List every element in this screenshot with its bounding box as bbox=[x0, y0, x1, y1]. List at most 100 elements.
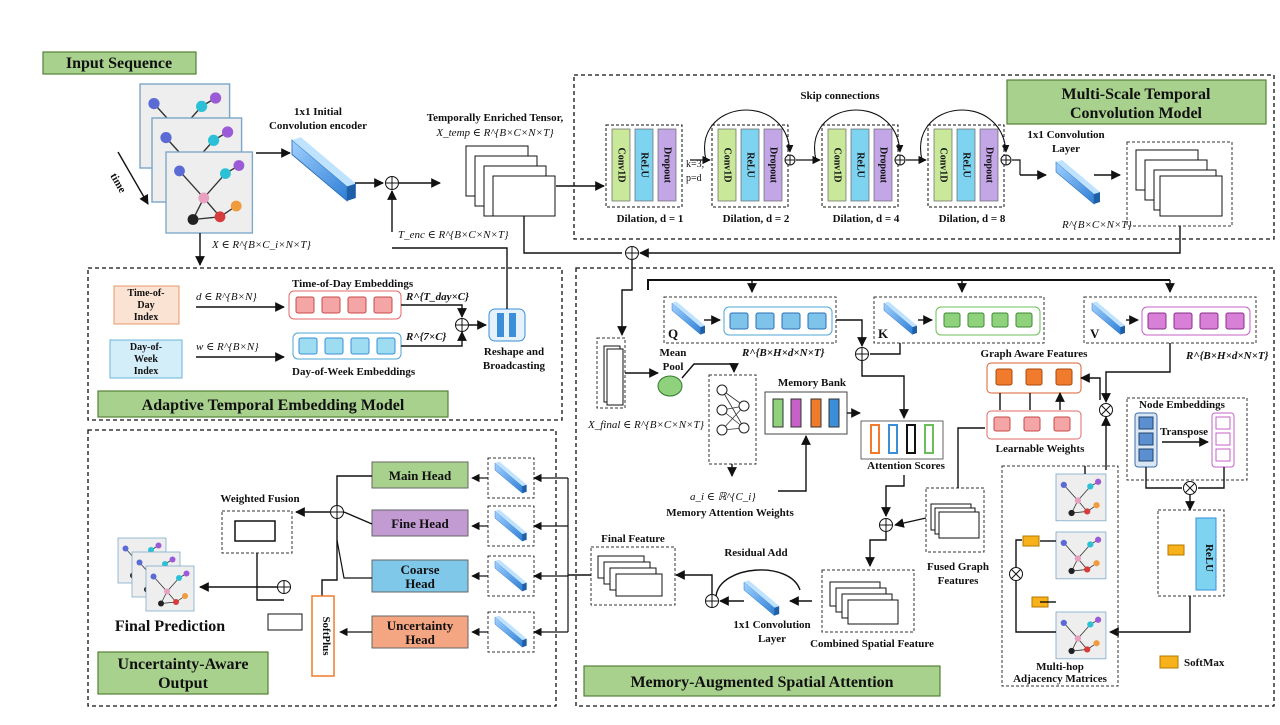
embedding-cell bbox=[1025, 368, 1043, 386]
memory-bank-label: Memory Bank bbox=[778, 377, 847, 389]
embedding-cell bbox=[376, 337, 396, 355]
embedding-cell bbox=[295, 296, 315, 314]
head-label-2: Head bbox=[405, 632, 435, 647]
svg-text:Layer: Layer bbox=[1052, 143, 1080, 155]
svg-text:Memory-Augmented Spatial Atten: Memory-Augmented Spatial Attention bbox=[630, 674, 893, 691]
svg-text:Convolution Model: Convolution Model bbox=[1070, 105, 1203, 122]
embedding-cell bbox=[1199, 312, 1219, 330]
svg-text:Output: Output bbox=[158, 675, 208, 692]
transpose-label: Transpose bbox=[1160, 426, 1208, 438]
embedding-cell bbox=[1225, 312, 1245, 330]
tcn-layer-label: ReLU bbox=[745, 152, 756, 178]
relu-softmax-marker bbox=[1167, 544, 1185, 556]
dilation-label: Dilation, d = 2 bbox=[723, 213, 790, 225]
v-cells bbox=[1147, 312, 1245, 330]
tcn-layer-relu bbox=[740, 128, 760, 202]
multi-hop-region bbox=[1001, 465, 1119, 687]
embedding-cell bbox=[1055, 368, 1073, 386]
multi-hop-label-2: Adjacency Matrices bbox=[1013, 673, 1107, 685]
embedding-cell bbox=[324, 337, 344, 355]
node-embeddings-region bbox=[1126, 397, 1248, 481]
tcn-layer-label: ReLU bbox=[639, 152, 650, 178]
adjacency-graph-2 bbox=[1055, 531, 1107, 580]
multi-scale-title: Multi-Scale Temporal Convolution Model bbox=[1006, 79, 1267, 125]
tcn-layer-relu bbox=[634, 128, 654, 202]
mean-pool-node bbox=[657, 375, 683, 397]
combined-spatial-label: Combined Spatial Feature bbox=[810, 638, 934, 650]
dilation-label: Dilation, d = 8 bbox=[939, 213, 1006, 225]
tcn-layer-conv1d bbox=[933, 128, 953, 202]
kernel-note-1: k=3, bbox=[686, 159, 704, 170]
embedding-cell bbox=[1023, 416, 1041, 432]
final-conv-layer: 1x1 Convolution Layer bbox=[1027, 129, 1105, 205]
x-input-formula: X ∈ R^{B×C_i×N×T} bbox=[211, 239, 311, 251]
embedding-cell bbox=[298, 337, 318, 355]
node-embedding-transposed bbox=[1211, 412, 1235, 468]
tcn-output-tensor bbox=[1126, 141, 1233, 227]
svg-text:Reshape and: Reshape and bbox=[484, 346, 544, 358]
svg-text:Input Sequence: Input Sequence bbox=[66, 55, 172, 72]
residual-add-label: Residual Add bbox=[724, 547, 787, 559]
tcn-layer-dropout bbox=[873, 128, 893, 202]
adjacency-graph-3 bbox=[1055, 611, 1107, 660]
tcn-layer-label: Dropout bbox=[984, 147, 995, 184]
head-label: Uncertainty bbox=[387, 618, 454, 633]
mean-pool-label-2: Pool bbox=[663, 361, 684, 373]
tcn-layer-relu bbox=[850, 128, 870, 202]
embedding-cell bbox=[1173, 312, 1193, 330]
output-head-2: Fine Head bbox=[371, 505, 568, 547]
embedding-cell bbox=[1147, 312, 1167, 330]
q-projection bbox=[723, 306, 833, 336]
prediction-graphs bbox=[117, 537, 195, 612]
svg-text:Convolution encoder: Convolution encoder bbox=[269, 120, 367, 132]
multi-scale-tcn-region bbox=[573, 74, 1275, 240]
svg-text:Multi-Scale Temporal: Multi-Scale Temporal bbox=[1062, 86, 1211, 103]
head-label-2: Head bbox=[405, 576, 435, 591]
initial-conv-encoder: 1x1 Initial Convolution encoder bbox=[269, 106, 367, 202]
svg-text:Fused Graph: Fused Graph bbox=[927, 561, 989, 573]
mean-pool-label-1: Mean bbox=[660, 347, 687, 359]
svg-text:Week: Week bbox=[134, 354, 158, 365]
reshape-broadcast-block: Reshape and Broadcasting bbox=[483, 308, 546, 372]
v-dim: R^{B×H×d×N×T} bbox=[1185, 350, 1269, 362]
embedding-cell bbox=[1015, 312, 1033, 328]
tcn-layer-label: Conv1D bbox=[832, 147, 843, 182]
node-embedding-column bbox=[1134, 412, 1158, 468]
tod-dim: R^{T_day×C} bbox=[405, 291, 469, 303]
memory-attention-region bbox=[575, 267, 1275, 707]
head-label: Coarse bbox=[401, 562, 440, 577]
tcn-layer-label: Conv1D bbox=[616, 147, 627, 182]
adjacency-graph-1 bbox=[1055, 473, 1107, 522]
skip-connections-label: Skip connections bbox=[800, 90, 880, 102]
svg-text:Day-of-: Day-of- bbox=[130, 342, 162, 353]
graph-aware-cells bbox=[995, 368, 1073, 386]
svg-text:SoftPlus: SoftPlus bbox=[320, 616, 332, 656]
final-feature-label: Final Feature bbox=[601, 533, 665, 545]
memory-weights-label: Memory Attention Weights bbox=[666, 507, 794, 519]
dow-embeddings-label: Day-of-Week Embeddings bbox=[292, 366, 416, 378]
svg-text:Index: Index bbox=[134, 366, 158, 377]
tcn-layer-dropout bbox=[763, 128, 783, 202]
w-formula: w ∈ R^{B×N} bbox=[196, 341, 259, 353]
embedding-cell bbox=[993, 416, 1011, 432]
uncertainty-title: Uncertainty-Aware Output bbox=[97, 651, 269, 695]
v-region bbox=[1083, 296, 1257, 344]
dow-embedding-cells bbox=[298, 337, 396, 355]
multi-hop-label-1: Multi-hop bbox=[1036, 661, 1084, 673]
tcn-layer-label: Dropout bbox=[878, 147, 889, 184]
svg-text:Adaptive Temporal Embedding Mo: Adaptive Temporal Embedding Model bbox=[142, 397, 405, 414]
x-final-block bbox=[596, 337, 626, 409]
embedding-cell bbox=[943, 312, 961, 328]
combined-spatial-feature bbox=[821, 569, 915, 633]
tcn-out-formula: R^{B×C×N×T} bbox=[1061, 219, 1133, 231]
learnable-weights-label: Learnable Weights bbox=[996, 443, 1085, 455]
q-label: Q bbox=[668, 326, 678, 341]
weighted-fusion-label: Weighted Fusion bbox=[220, 493, 299, 505]
v-label: V bbox=[1090, 326, 1100, 341]
kernel-note-2: p=d bbox=[686, 173, 702, 184]
tcn-layer-label: Dropout bbox=[768, 147, 779, 184]
output-head-1: Main Head bbox=[371, 457, 568, 499]
